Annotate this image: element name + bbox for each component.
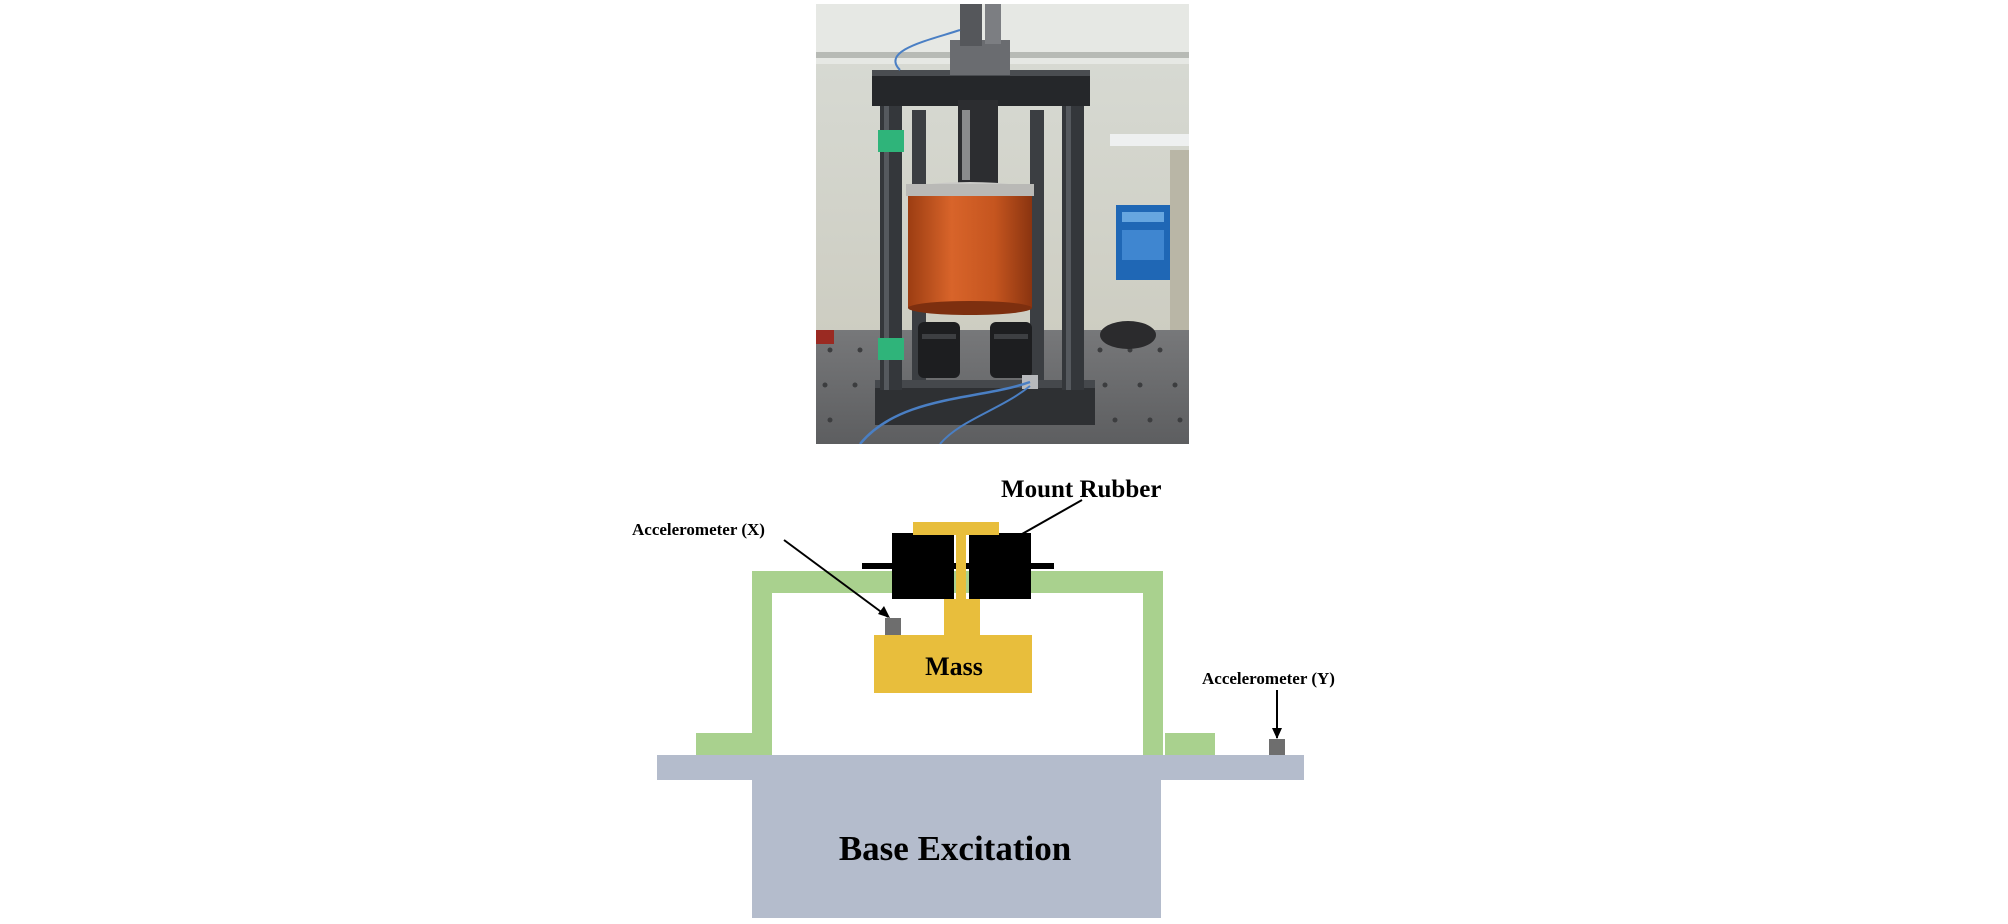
label-accelerometer-y: Accelerometer (Y) bbox=[1202, 669, 1335, 688]
label-base-excitation: Base Excitation bbox=[839, 829, 1071, 868]
base-block bbox=[752, 770, 1161, 918]
accelerometer-x-sensor bbox=[885, 618, 901, 635]
accelerometer-y-sensor bbox=[1269, 739, 1285, 755]
arrow-accelerometer-x bbox=[878, 606, 890, 618]
leader-accelerometer-x bbox=[783, 539, 889, 618]
leader-mount-rubber bbox=[1014, 499, 1083, 539]
label-mass: Mass bbox=[925, 652, 983, 681]
label-mount-rubber: Mount Rubber bbox=[1001, 476, 1161, 503]
test-rig-photo bbox=[816, 4, 1189, 444]
label-accelerometer-x: Accelerometer (X) bbox=[632, 520, 765, 539]
arrow-accelerometer-y bbox=[1272, 728, 1282, 739]
base-plate bbox=[657, 755, 1304, 780]
mass-assembly bbox=[874, 522, 1032, 693]
